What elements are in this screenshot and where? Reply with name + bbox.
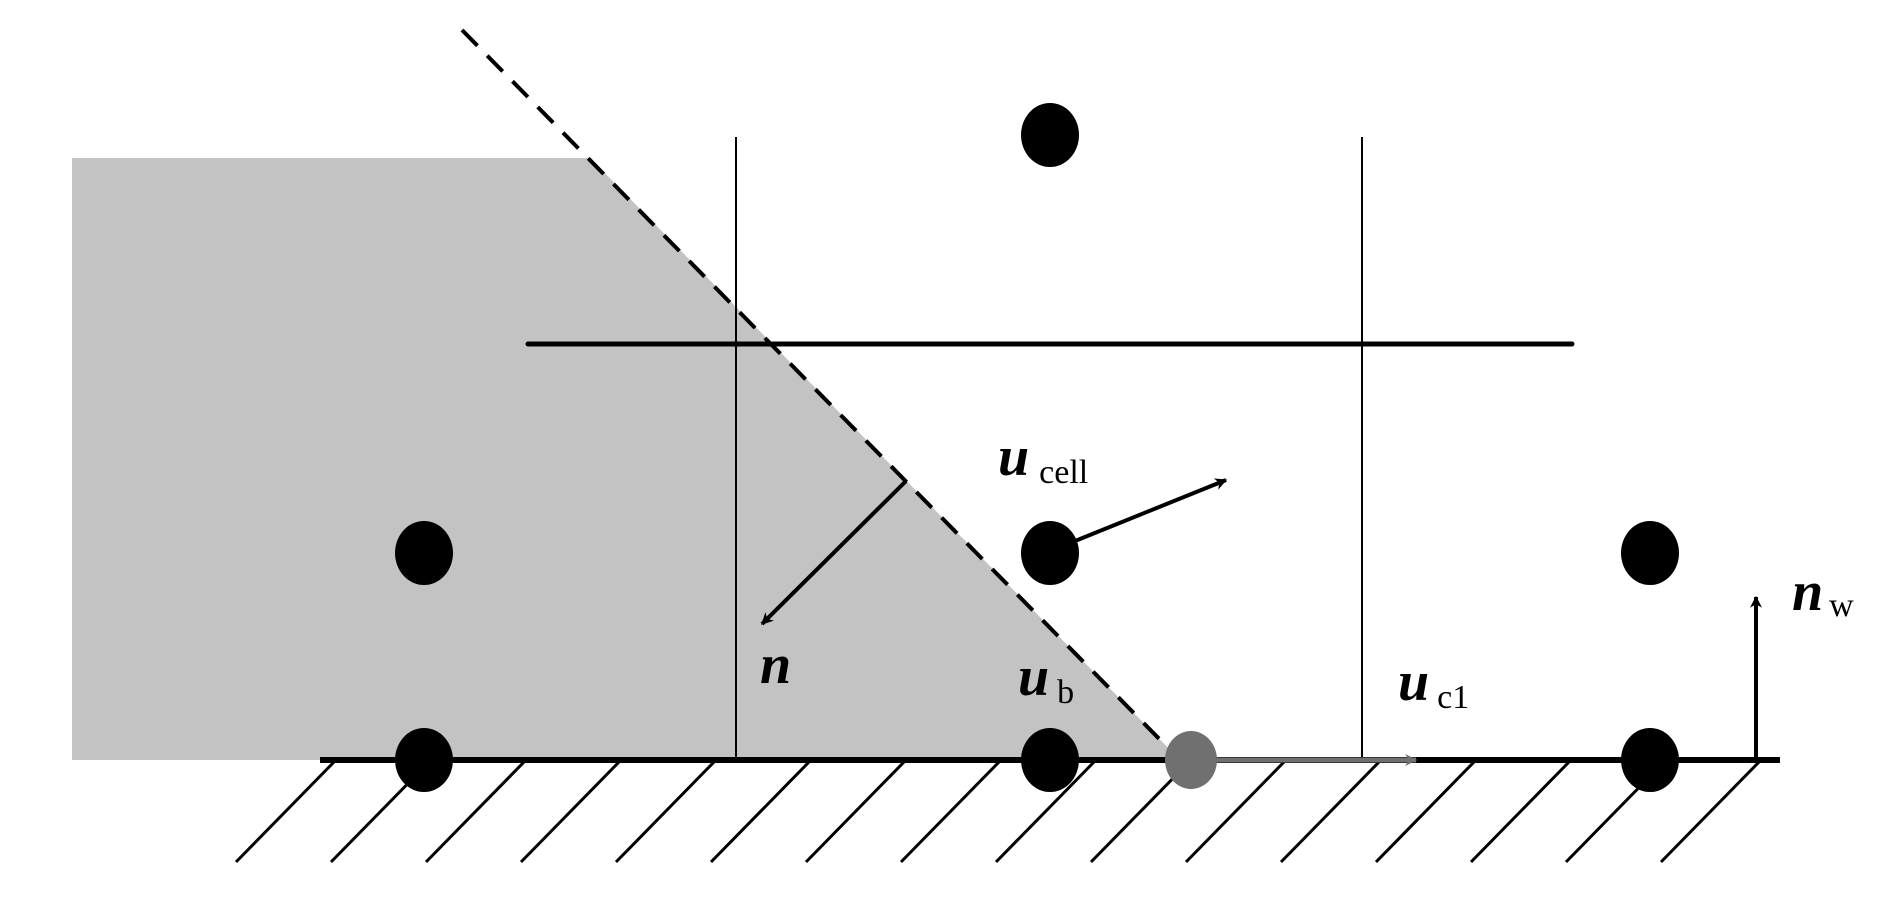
- interface-dashed-line: [460, 28, 1182, 762]
- node-mid-right: [1621, 521, 1679, 585]
- interface-normal-arrow: [760, 479, 908, 626]
- node-wall-left: [395, 728, 453, 792]
- u-cell-arrow: [1074, 478, 1228, 543]
- node-wall-center: [1021, 728, 1079, 792]
- node-mid-center: [1021, 521, 1079, 585]
- node-top-center: [1021, 103, 1079, 167]
- wall-hatching: [234, 760, 1761, 864]
- fluid-region: [72, 158, 1180, 760]
- label-n: n: [760, 634, 791, 696]
- contact-point: [1165, 731, 1217, 789]
- node-wall-right: [1621, 728, 1679, 792]
- node-mid-left: [395, 521, 453, 585]
